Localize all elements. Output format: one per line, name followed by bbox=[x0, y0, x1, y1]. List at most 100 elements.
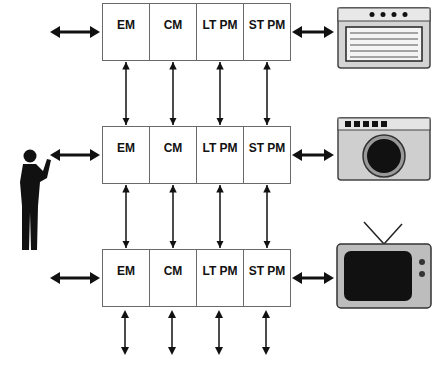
washer-panel bbox=[338, 118, 430, 130]
arrow-head bbox=[292, 149, 302, 161]
arrow-head bbox=[90, 272, 100, 284]
oven-grill bbox=[350, 39, 418, 40]
module-label: CM bbox=[150, 141, 196, 156]
module-label: LT PM bbox=[197, 264, 243, 279]
oven-body bbox=[338, 8, 430, 68]
oven-panel bbox=[338, 8, 430, 21]
link-arrow bbox=[219, 62, 221, 125]
tv-body bbox=[337, 244, 431, 308]
module-cell: LT PM bbox=[196, 249, 244, 307]
oven-icon bbox=[338, 8, 430, 68]
bus-arrow bbox=[218, 314, 220, 350]
washer-button bbox=[372, 121, 378, 127]
bus-arrow bbox=[171, 314, 173, 350]
washer-button bbox=[381, 121, 387, 127]
washer-body bbox=[338, 118, 430, 180]
arrow-head bbox=[121, 310, 129, 318]
washer-button bbox=[354, 121, 360, 127]
arrow-head bbox=[90, 149, 100, 161]
arrow-head bbox=[121, 347, 129, 355]
link-arrow bbox=[125, 62, 127, 125]
arrow-head bbox=[50, 272, 60, 284]
arrow-head bbox=[324, 272, 334, 284]
module-label: LT PM bbox=[197, 141, 243, 156]
module-label: ST PM bbox=[244, 264, 290, 279]
oven-grill bbox=[350, 45, 418, 46]
bus-arrow bbox=[265, 314, 267, 350]
arrow-head bbox=[292, 26, 302, 38]
module-cell: EM bbox=[102, 249, 150, 307]
arrow-head bbox=[50, 149, 60, 161]
arrow-head bbox=[324, 26, 334, 38]
arrow-head bbox=[292, 272, 302, 284]
arrow-head bbox=[215, 310, 223, 318]
bus-arrows bbox=[121, 310, 270, 355]
arrow-head bbox=[324, 149, 334, 161]
device-arrows bbox=[292, 26, 334, 284]
module-cell: LT PM bbox=[196, 3, 244, 61]
arrow-head bbox=[168, 347, 176, 355]
module-cell: CM bbox=[149, 126, 197, 184]
module-cell: CM bbox=[149, 3, 197, 61]
module-label: LT PM bbox=[197, 18, 243, 33]
module-label: ST PM bbox=[244, 141, 290, 156]
washer-button bbox=[363, 121, 369, 127]
module-cell: EM bbox=[102, 126, 150, 184]
oven-knob bbox=[392, 12, 397, 17]
device-arrow bbox=[300, 31, 326, 34]
oven-grill bbox=[350, 57, 418, 58]
person-silhouette bbox=[20, 150, 51, 251]
washer-icon bbox=[338, 118, 430, 180]
oven-door bbox=[346, 27, 422, 61]
link-arrow bbox=[125, 185, 127, 248]
tv-icon bbox=[337, 222, 431, 308]
link-arrow bbox=[266, 62, 268, 125]
module-cell: ST PM bbox=[243, 249, 291, 307]
arrow-head bbox=[262, 347, 270, 355]
user-arrow bbox=[58, 154, 92, 157]
oven-grill bbox=[350, 33, 418, 34]
person-body bbox=[20, 159, 51, 250]
link-arrow bbox=[172, 62, 174, 125]
module-cell: ST PM bbox=[243, 126, 291, 184]
tv-knob bbox=[419, 271, 425, 277]
module-label: CM bbox=[150, 18, 196, 33]
module-label: EM bbox=[103, 18, 149, 33]
oven-knob bbox=[370, 12, 375, 17]
oven-knob bbox=[403, 12, 408, 17]
module-label: ST PM bbox=[244, 18, 290, 33]
washer-ring bbox=[363, 135, 405, 177]
arrow-head bbox=[262, 310, 270, 318]
user-arrows bbox=[50, 26, 100, 284]
link-arrow bbox=[219, 185, 221, 248]
arrow-head bbox=[215, 347, 223, 355]
tv-screen bbox=[344, 251, 412, 301]
user-arrow bbox=[58, 277, 92, 280]
washer-door bbox=[367, 139, 401, 173]
module-cell: CM bbox=[149, 249, 197, 307]
bus-arrow bbox=[124, 314, 126, 350]
person-head bbox=[24, 150, 37, 163]
module-label: EM bbox=[103, 264, 149, 279]
tv-antenna bbox=[384, 224, 402, 244]
tv-knob bbox=[419, 259, 425, 265]
tv-antenna bbox=[364, 222, 384, 244]
module-cell: EM bbox=[102, 3, 150, 61]
device-arrow bbox=[300, 277, 326, 280]
oven-knob bbox=[381, 12, 386, 17]
link-arrow bbox=[172, 185, 174, 248]
module-label: CM bbox=[150, 264, 196, 279]
module-cell: LT PM bbox=[196, 126, 244, 184]
arrow-head bbox=[90, 26, 100, 38]
user-arrow bbox=[58, 31, 92, 34]
arrow-head bbox=[50, 26, 60, 38]
oven-grill bbox=[350, 51, 418, 52]
link-arrow bbox=[266, 185, 268, 248]
washer-button bbox=[345, 121, 351, 127]
arrow-head bbox=[168, 310, 176, 318]
device-arrow bbox=[300, 154, 326, 157]
module-label: EM bbox=[103, 141, 149, 156]
module-cell: ST PM bbox=[243, 3, 291, 61]
